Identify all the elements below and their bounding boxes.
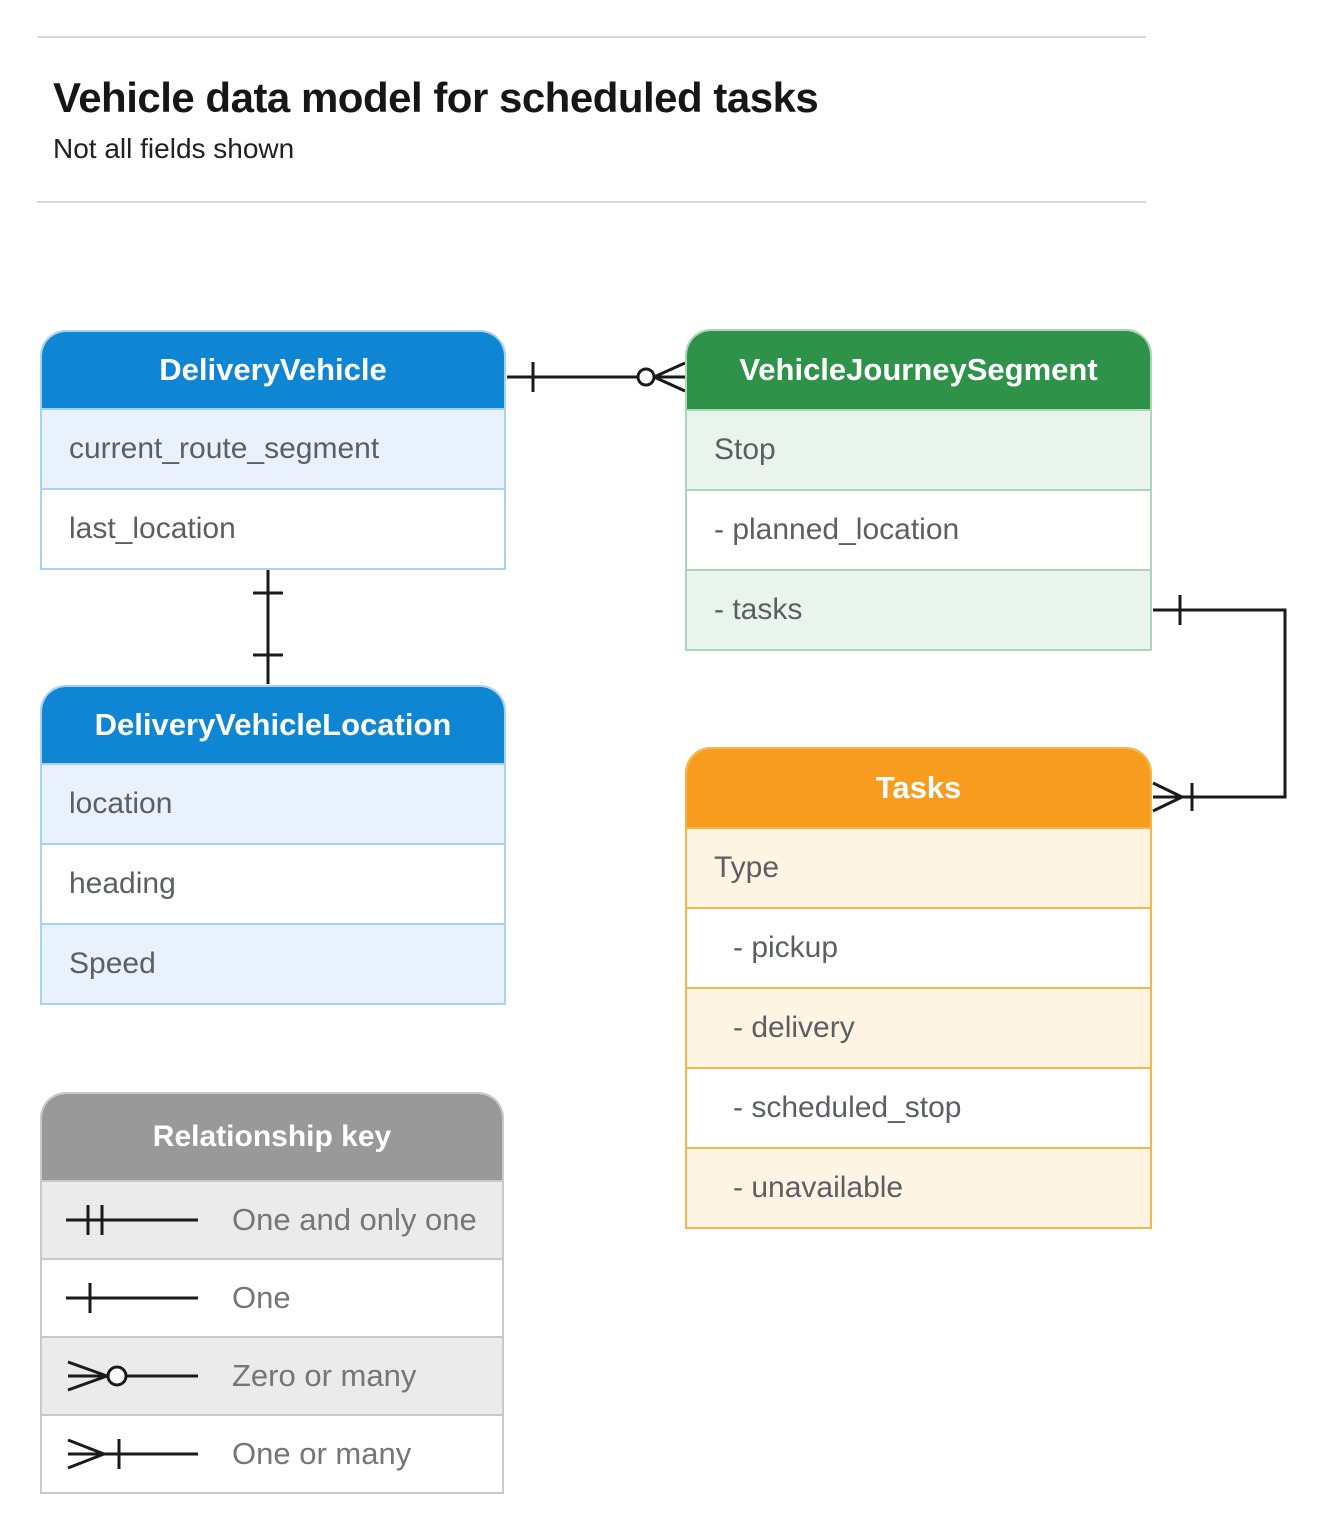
legend-label: One and only one [232, 1202, 477, 1237]
entity-delivery-vehicle: DeliveryVehicle current_route_segment la… [40, 330, 506, 570]
entity-field: - scheduled_stop [687, 1067, 1150, 1147]
entity-field: Type [687, 827, 1150, 907]
entity-tasks: Tasks Type - pickup - delivery - schedul… [685, 747, 1152, 1229]
legend-label: One or many [232, 1436, 412, 1471]
entity-field: location [42, 763, 504, 843]
one-and-only-one-symbol [66, 1205, 198, 1235]
entity-title: Tasks [687, 749, 1150, 827]
page-title: Vehicle data model for scheduled tasks [53, 74, 819, 121]
entity-field: - planned_location [687, 489, 1150, 569]
entity-title: DeliveryVehicleLocation [42, 687, 504, 763]
entity-title: VehicleJourneySegment [687, 331, 1150, 409]
entity-field: - unavailable [687, 1147, 1150, 1227]
entity-delivery-vehicle-location: DeliveryVehicleLocation location heading… [40, 685, 506, 1005]
legend-label: Zero or many [232, 1358, 417, 1393]
connector-deliveryvehicle-deliveryvehiclelocation [253, 569, 283, 684]
top-divider [37, 36, 1146, 38]
one-or-many-symbol [67, 1438, 198, 1470]
entity-vehicle-journey-segment: VehicleJourneySegment Stop - planned_loc… [685, 329, 1152, 651]
entity-field: Stop [687, 409, 1150, 489]
entity-field: - delivery [687, 987, 1150, 1067]
entity-title: DeliveryVehicle [42, 332, 504, 408]
connector-deliveryvehicle-vehiclejourneysegment [507, 361, 686, 393]
legend-item: One [42, 1258, 502, 1336]
connector-vehiclejourneysegment-tasks [1152, 595, 1287, 813]
entity-field: last_location [42, 488, 504, 568]
legend-item: Zero or many [42, 1336, 502, 1414]
entity-field: - tasks [687, 569, 1150, 649]
legend-label: One [232, 1280, 291, 1315]
legend-item: One and only one [42, 1180, 502, 1258]
entity-field: - pickup [687, 907, 1150, 987]
page-subtitle: Not all fields shown [53, 133, 295, 164]
title-divider [37, 201, 1146, 203]
entity-field: heading [42, 843, 504, 923]
one-symbol [66, 1283, 198, 1313]
entity-field: current_route_segment [42, 408, 504, 488]
relationship-key: Relationship key One and only one One Ze… [40, 1092, 504, 1494]
legend-title: Relationship key [42, 1094, 502, 1180]
entity-field: Speed [42, 923, 504, 1003]
zero-or-many-symbol [67, 1360, 198, 1392]
legend-item: One or many [42, 1414, 502, 1492]
